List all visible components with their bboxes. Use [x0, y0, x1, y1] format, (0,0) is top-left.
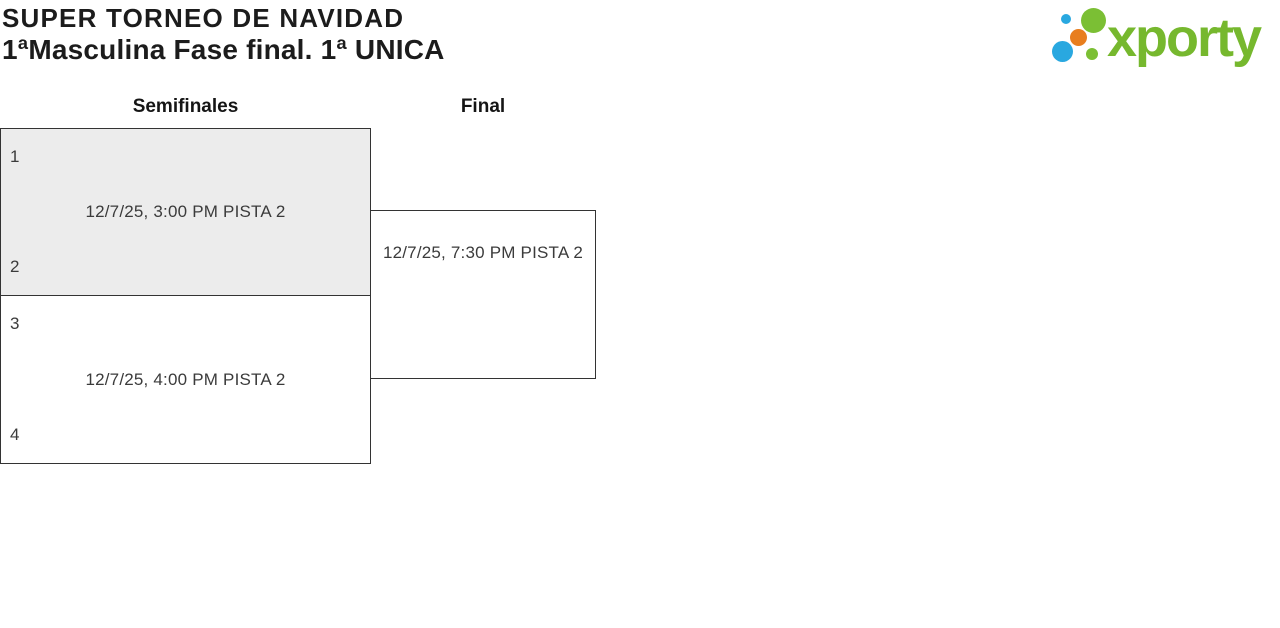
logo-dot-icon: [1081, 8, 1106, 33]
logo-dot-icon: [1061, 14, 1071, 24]
logo-dot-icon: [1070, 29, 1087, 46]
team-slot-top: 3: [1, 296, 370, 352]
match-schedule: 12/7/25, 3:00 PM PISTA 2: [85, 201, 286, 221]
xporty-logo-text: xporty: [1107, 8, 1262, 68]
xporty-logo[interactable]: xporty: [1050, 0, 1280, 72]
round-header-semifinales: Semifinales: [132, 96, 239, 117]
match-schedule: 12/7/25, 4:00 PM PISTA 2: [85, 369, 286, 389]
team-slot-bottom: 4: [1, 407, 370, 463]
team-slot-top: 1: [1, 129, 370, 184]
page-subtitle: 1ªMasculina Fase final. 1ª UNICA: [2, 34, 445, 65]
logo-dot-icon: [1052, 41, 1073, 62]
seed-number: 4: [10, 425, 20, 445]
seed-number: 1: [10, 146, 20, 166]
match-schedule-row: 12/7/25, 3:00 PM PISTA 2: [1, 184, 370, 239]
match-box-final[interactable]: 12/7/25, 7:30 PM PISTA 2: [370, 210, 596, 379]
seed-number: 3: [10, 313, 20, 333]
match-box-semifinal-1[interactable]: 1 12/7/25, 3:00 PM PISTA 2 2: [0, 128, 371, 296]
match-box-semifinal-2[interactable]: 3 12/7/25, 4:00 PM PISTA 2 4: [0, 295, 371, 464]
team-slot-bottom: 2: [1, 240, 370, 295]
page-title: SUPER TORNEO DE NAVIDAD: [2, 3, 405, 33]
match-schedule-row: 12/7/25, 4:00 PM PISTA 2: [1, 352, 370, 408]
logo-dot-icon: [1086, 48, 1098, 60]
round-header-final: Final: [460, 96, 506, 117]
seed-number: 2: [10, 257, 20, 277]
match-schedule: 12/7/25, 7:30 PM PISTA 2: [382, 243, 584, 262]
